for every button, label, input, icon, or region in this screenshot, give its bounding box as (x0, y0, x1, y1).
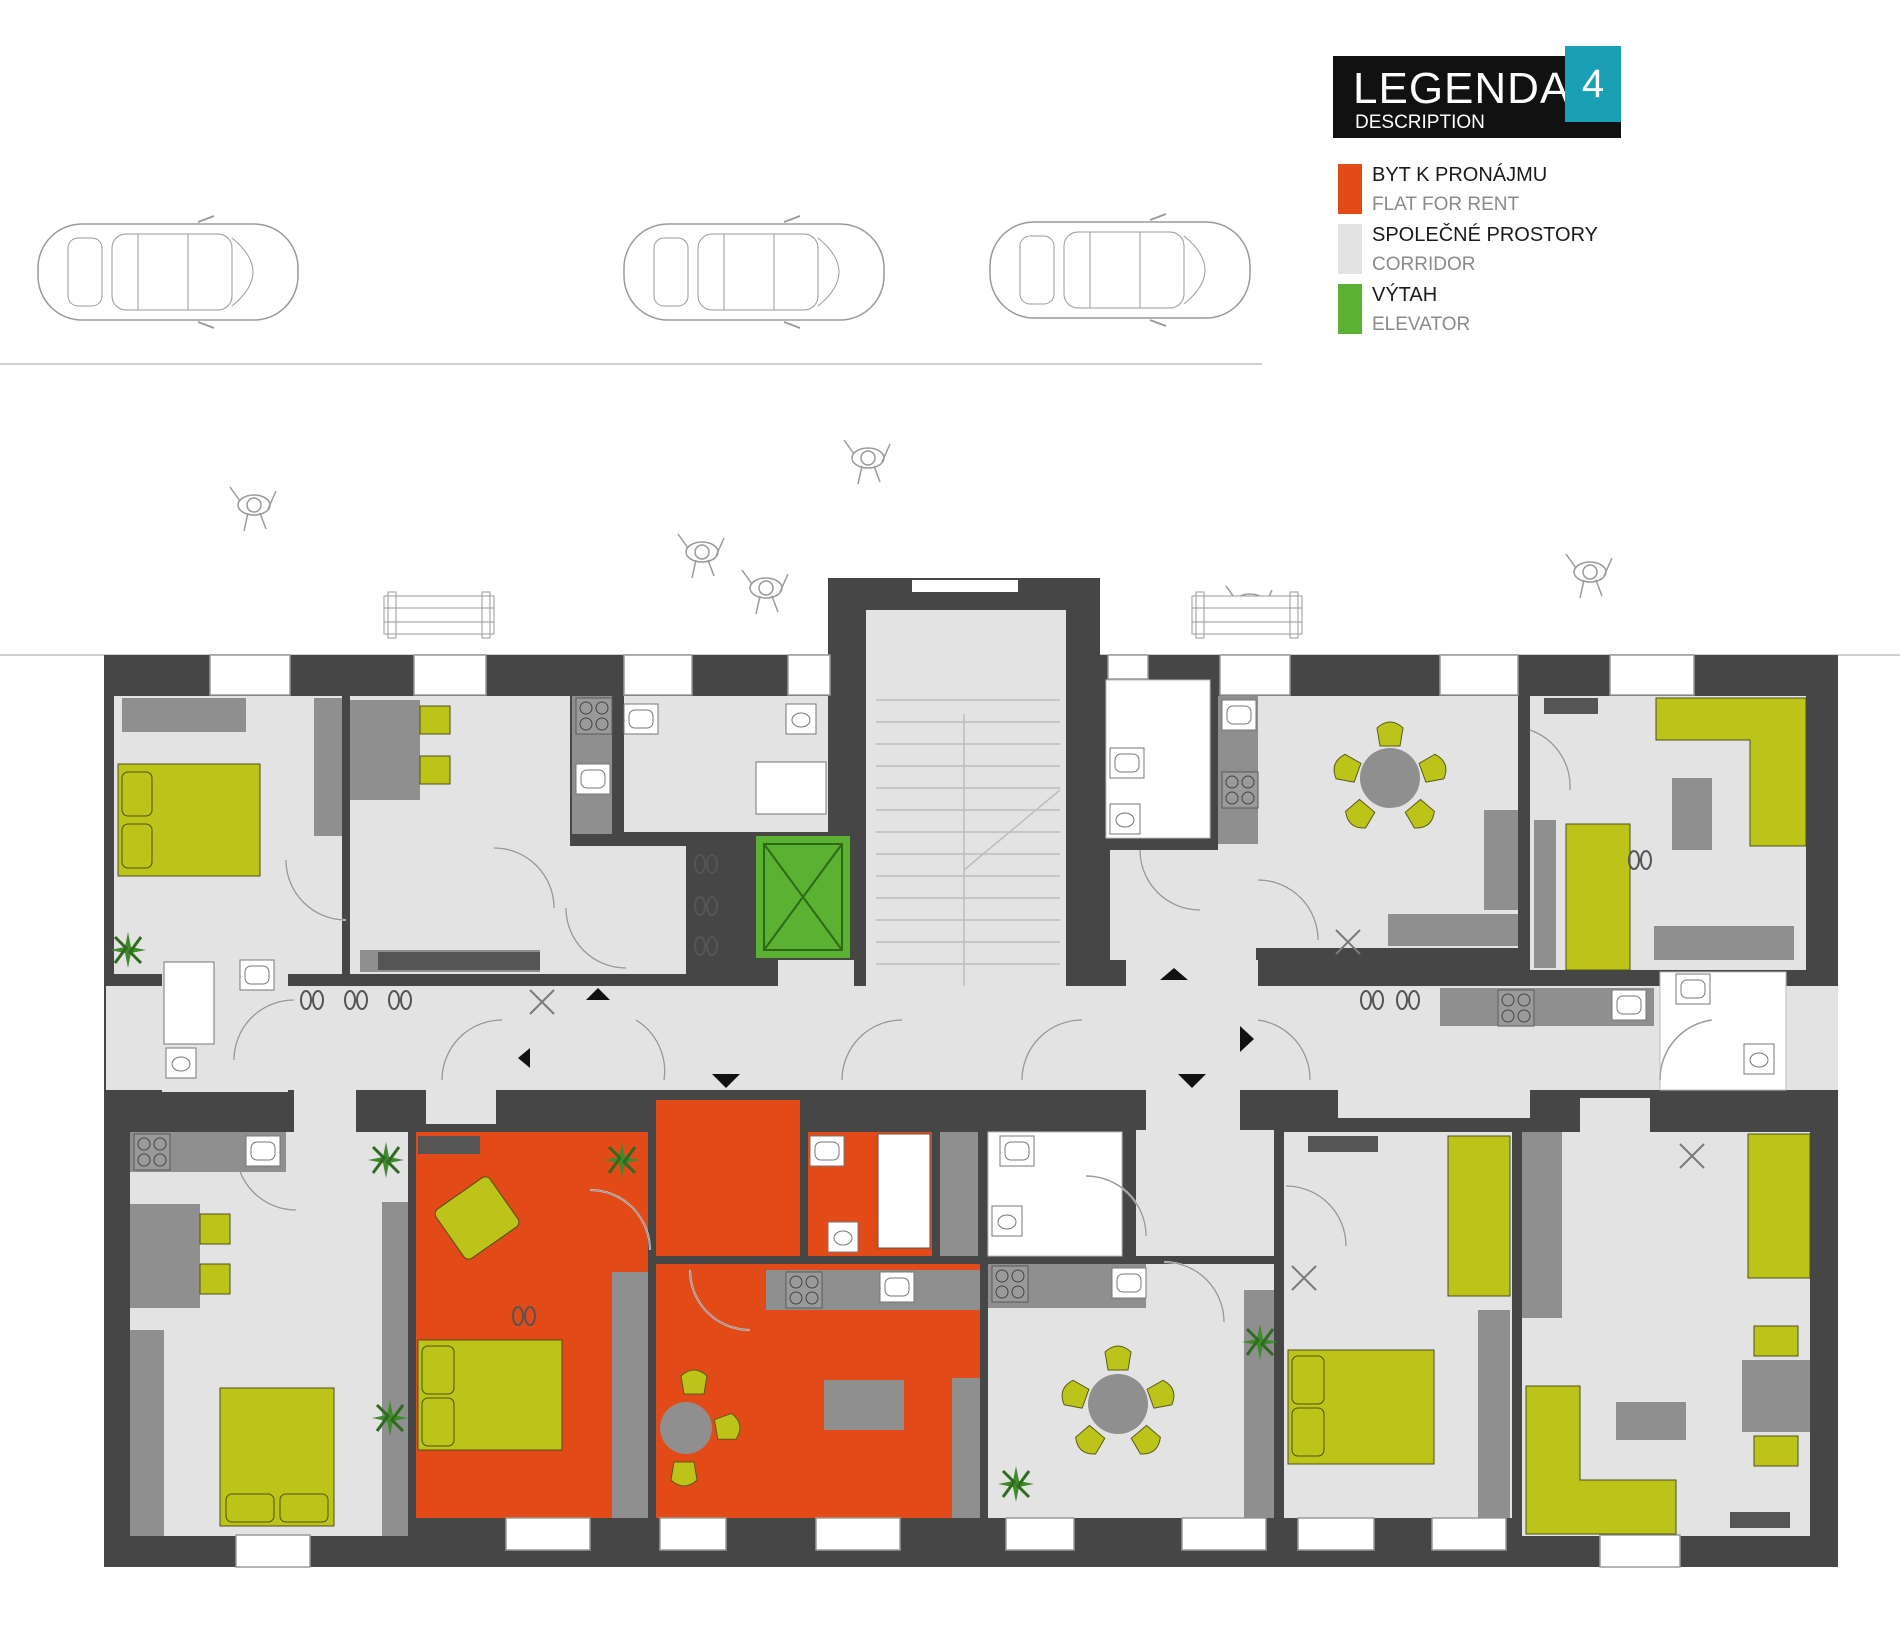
plant-icon (602, 1140, 642, 1180)
legend-swatch-elevator (1338, 284, 1362, 334)
shower-icon (163, 961, 215, 1045)
toilet-icon (165, 1047, 197, 1079)
plant-icon (370, 1398, 410, 1438)
legend-item-corridor: SPOLEČNÉ PROSTORY CORRIDOR (1338, 220, 1678, 280)
legend-item-label: VÝTAH (1372, 284, 1438, 306)
plant-icon (108, 930, 148, 970)
toilet-icon (1743, 1043, 1775, 1075)
pedestrian-icon (741, 569, 789, 615)
legend-subtitle: DESCRIPTION (1355, 112, 1485, 133)
toilet-icon (1109, 803, 1141, 835)
bench-icon (383, 591, 495, 639)
sink-icon (1611, 989, 1647, 1021)
pedestrian-icon (677, 533, 725, 579)
car-icon (989, 213, 1251, 327)
legend-swatch-corridor (1338, 224, 1362, 274)
plant-icon (366, 1140, 406, 1180)
legend-item-sublabel: CORRIDOR (1372, 254, 1476, 275)
stove-icon (133, 1133, 171, 1171)
car-icon (623, 215, 885, 329)
hallway (556, 846, 686, 974)
pedestrian-icon (1565, 553, 1613, 599)
bench-icon (1191, 591, 1303, 639)
stove-icon (991, 1265, 1029, 1303)
legend-item-label: BYT K PRONÁJMU (1372, 164, 1548, 186)
sink-icon (1111, 1267, 1147, 1299)
stove-icon (1221, 771, 1259, 809)
legend-item-sublabel: FLAT FOR RENT (1372, 194, 1520, 215)
sink-icon (1675, 973, 1711, 1005)
direction-arrow-icon (518, 968, 1254, 1088)
toilet-icon (827, 1221, 859, 1253)
legend-number-badge: 4 (1565, 46, 1621, 122)
sink-icon (575, 763, 611, 795)
legend-item-sublabel: ELEVATOR (1372, 314, 1471, 335)
stove-icon (1497, 989, 1535, 1027)
legend-item-flat-for-rent: BYT K PRONÁJMU FLAT FOR RENT (1338, 160, 1678, 220)
stair-icon (876, 699, 1061, 986)
sink-icon (999, 1135, 1035, 1167)
legend-list: BYT K PRONÁJMU FLAT FOR RENT SPOLEČNÉ PR… (1338, 160, 1678, 340)
toilet-icon (991, 1205, 1023, 1237)
shoe-rack (378, 698, 1790, 1528)
lamp-icon (529, 929, 1705, 1291)
windows (209, 654, 1695, 1568)
plant-icon (1240, 1322, 1280, 1362)
plant-icon (996, 1464, 1036, 1504)
sink-icon (809, 1135, 845, 1167)
stove-icon (575, 697, 613, 735)
sink-icon (1221, 699, 1257, 731)
sink-icon (879, 1271, 915, 1303)
car-icon (37, 215, 299, 329)
bed-icon (117, 763, 1811, 1527)
pedestrian-icon (843, 439, 891, 485)
flat-for-rent-hall (656, 1100, 800, 1256)
sofa-icon (434, 697, 1807, 1535)
legend-item-label: SPOLEČNÉ PROSTORY (1372, 224, 1598, 246)
sink-icon (1109, 747, 1145, 779)
legend-title: LEGENDA (1353, 64, 1571, 113)
legend-item-elevator: VÝTAH ELEVATOR (1338, 280, 1678, 340)
sink-icon (239, 959, 275, 991)
sink-icon (623, 703, 659, 735)
pedestrian-icon (229, 486, 277, 532)
shower-icon (755, 761, 827, 815)
sink-icon (245, 1135, 281, 1167)
legend-header: LEGENDA DESCRIPTION 4 (1333, 46, 1621, 138)
table-icon (130, 700, 1810, 1487)
stove-icon (785, 1271, 823, 1309)
legend-swatch-flat (1338, 164, 1362, 214)
toilet-icon (785, 703, 817, 735)
